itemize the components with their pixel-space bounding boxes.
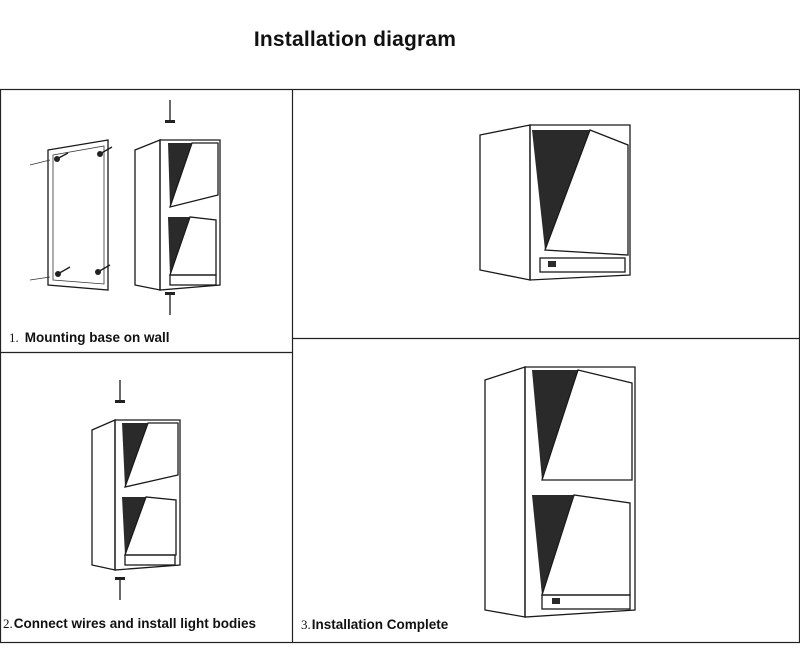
screw-icon: [115, 577, 125, 600]
step2-caption: 2.Connect wires and install light bodies: [3, 616, 256, 632]
single-light-illustration: [479, 124, 631, 281]
step1-label: Mounting base on wall: [24, 330, 170, 345]
light-body: [91, 419, 181, 571]
step1-caption: 1. Mounting base on wall: [9, 330, 170, 346]
diagram-title: Installation diagram: [253, 28, 457, 51]
step2-number: 2.: [3, 616, 13, 631]
screw-icon: [115, 380, 125, 403]
screw-icon: [55, 266, 71, 277]
step2-illustration: [91, 380, 181, 600]
light-body: [134, 139, 221, 291]
step2-label: Connect wires and install light bodies: [13, 616, 257, 631]
screw-icon: [165, 292, 175, 315]
step3-caption: 3.Installation Complete: [301, 617, 448, 633]
step3-number: 3.: [301, 617, 311, 632]
screw-icon: [165, 100, 175, 123]
step3-label: Installation Complete: [311, 617, 449, 632]
step1-number: 1.: [9, 330, 19, 345]
screw-icon: [95, 264, 111, 275]
step1-illustration: [29, 100, 221, 315]
mounting-plate: [47, 139, 109, 291]
step3-illustration: [484, 366, 636, 618]
screw-icon: [97, 146, 113, 157]
screw-icon: [54, 152, 69, 162]
